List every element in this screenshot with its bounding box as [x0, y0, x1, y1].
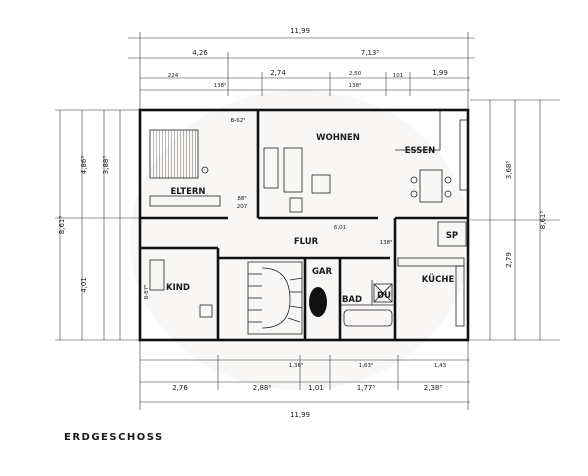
dim-left-b: 4,86⁵	[80, 156, 88, 175]
room-flur: FLUR	[294, 237, 319, 247]
dim-top-b: 7,13⁵	[361, 49, 380, 57]
dim-bot-e: 2,38⁵	[424, 384, 443, 392]
staircase	[247, 261, 303, 335]
left-dimensions: 8,61⁵ 4,86⁵ 3,88⁵ 4,01	[55, 109, 140, 341]
dim-right-c: 2,79	[505, 252, 513, 268]
dim-top-a: 4,26	[192, 49, 208, 57]
dim-right-b: 8,61⁵	[539, 211, 547, 230]
scan-stain	[130, 90, 470, 390]
room-eltern: ELTERN	[170, 187, 205, 197]
dim-left-a: 3,88⁵	[102, 156, 110, 175]
room-labels: WOHNEN ESSEN ELTERN FLUR KIND GAR KÜCHE …	[166, 133, 458, 305]
room-kind: KIND	[166, 283, 190, 293]
opening-c: 8-87⁵	[143, 285, 150, 300]
interior-walls	[140, 110, 468, 340]
ink-smudge	[309, 287, 327, 317]
dim-bot-a: 2,76	[172, 384, 188, 392]
room-essen: ESSEN	[405, 146, 436, 156]
furniture	[149, 129, 465, 327]
room-du: DU	[377, 291, 391, 301]
dim-top-h: 224	[168, 73, 179, 79]
opening-f: 138⁵	[380, 239, 393, 246]
dim-top-e: 2,50	[349, 71, 362, 77]
room-wohnen: WOHNEN	[316, 133, 360, 143]
dim-top-total: 11,99	[290, 27, 310, 35]
room-gar: GAR	[312, 267, 333, 277]
dim-right-a: 3,68⁵	[505, 161, 513, 180]
room-kueche: KÜCHE	[422, 274, 455, 285]
dim-bot-b: 2,88⁵	[253, 384, 272, 392]
opening-labels: 88⁵ 207 8-87⁵ B-62⁵ 6,01 138⁵	[143, 117, 392, 299]
room-sp: SP	[446, 231, 458, 241]
dim-bot-c: 1,01	[308, 384, 324, 392]
dim-top-d: 1,99	[432, 69, 448, 77]
dim-bot-f: 1,43	[434, 363, 447, 369]
right-dimensions: 3,68⁵ 8,61⁵ 2,79	[470, 99, 560, 341]
opening-d: B-62⁵	[231, 117, 246, 124]
dim-top-c: 2,74	[270, 69, 286, 77]
dim-top-i: 101	[393, 73, 404, 79]
top-dimensions: 11,99 4,26 7,13⁵ 2,74 1,99 2,50 138⁵ 138…	[128, 27, 475, 110]
dim-bot-h: 1,36⁵	[289, 362, 303, 369]
dim-top-f: 138⁵	[214, 82, 227, 89]
bottom-dimensions: 1,36⁵ 1,63⁵ 1,43 2,76 2,88⁵ 1,01 1,77⁵ 2…	[139, 340, 470, 419]
opening-e: 6,01	[334, 225, 346, 231]
opening-b: 207	[237, 204, 248, 210]
room-bad: BAD	[342, 295, 362, 305]
dim-left-d: 4,01	[80, 277, 88, 293]
dim-bot-g: 1,63⁵	[359, 362, 373, 369]
dim-bot-total: 11,99	[290, 411, 310, 419]
dim-top-g: 138⁵	[349, 82, 362, 89]
dim-bot-d: 1,77⁵	[357, 384, 376, 392]
dim-left-c: 8,61⁵	[58, 216, 66, 235]
opening-a: 88⁵	[237, 195, 246, 202]
plan-caption: ERDGESCHOSS	[64, 432, 164, 443]
